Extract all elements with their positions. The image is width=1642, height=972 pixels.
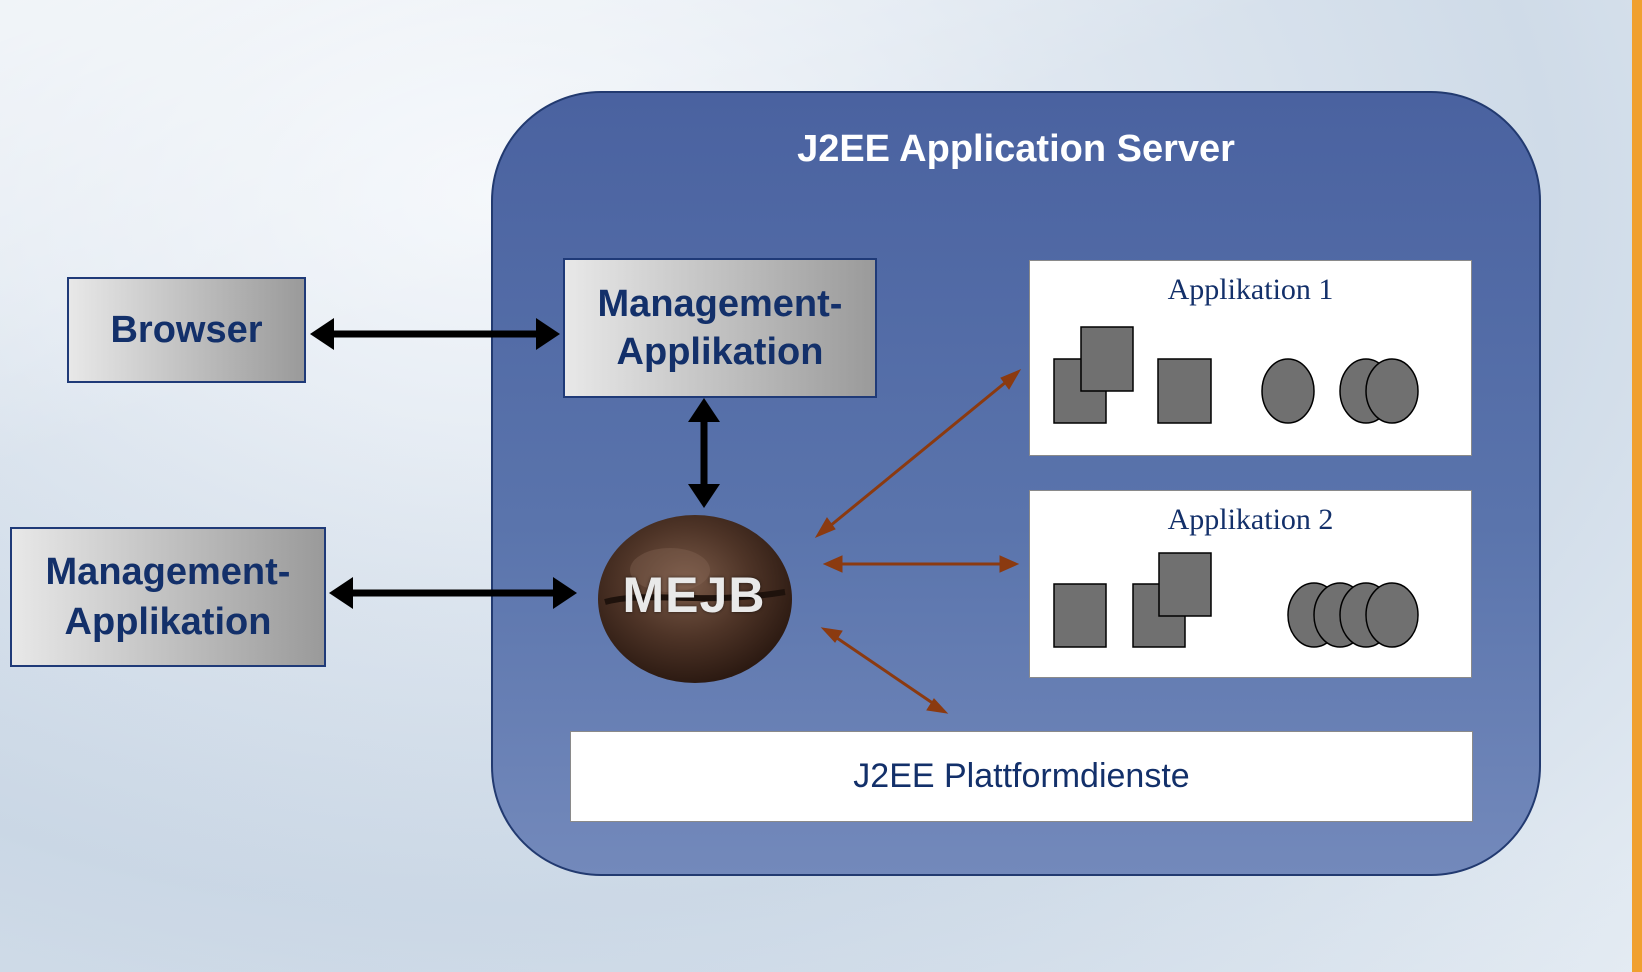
mejb-label: MEJB [622, 567, 766, 623]
management-internal-line2: Applikation [616, 331, 824, 373]
arrow-browser-management [310, 318, 560, 350]
server-title: J2EE Application Server [797, 128, 1235, 170]
browser-label: Browser [110, 308, 263, 351]
component-circle-icon [1261, 358, 1315, 424]
app2-components [1053, 552, 1419, 648]
component-circle-icon [1365, 358, 1419, 424]
platform-services-label: J2EE Plattformdienste [853, 757, 1190, 795]
management-app-external: Management- Applikation [10, 527, 326, 667]
component-square-icon [1080, 326, 1134, 392]
arrow-management-mejb [688, 398, 720, 508]
arrow-mejb-application-1 [814, 368, 1022, 539]
application-2-label: Applikation 2 [1167, 503, 1334, 536]
application-1-label: Applikation 1 [1167, 273, 1334, 306]
platform-services-box: J2EE Plattformdienste [570, 731, 1473, 822]
arrow-mejb-platform [820, 627, 949, 714]
arrow-mejb-application-2 [822, 555, 1020, 573]
component-square-icon [1158, 552, 1212, 617]
app1-components [1053, 326, 1419, 424]
accent-edge [1632, 0, 1642, 972]
browser-box: Browser [67, 277, 306, 383]
management-app-internal: Management- Applikation [563, 258, 877, 398]
component-square-icon [1053, 583, 1107, 648]
coffee-bean-icon [598, 515, 792, 683]
component-square-icon [1157, 358, 1212, 424]
management-external-line2: Applikation [64, 601, 272, 643]
management-internal-line1: Management- [597, 283, 843, 325]
arrow-external-management-mejb [329, 577, 577, 609]
management-external-line1: Management- [45, 551, 291, 593]
component-circle-icon [1365, 582, 1419, 648]
